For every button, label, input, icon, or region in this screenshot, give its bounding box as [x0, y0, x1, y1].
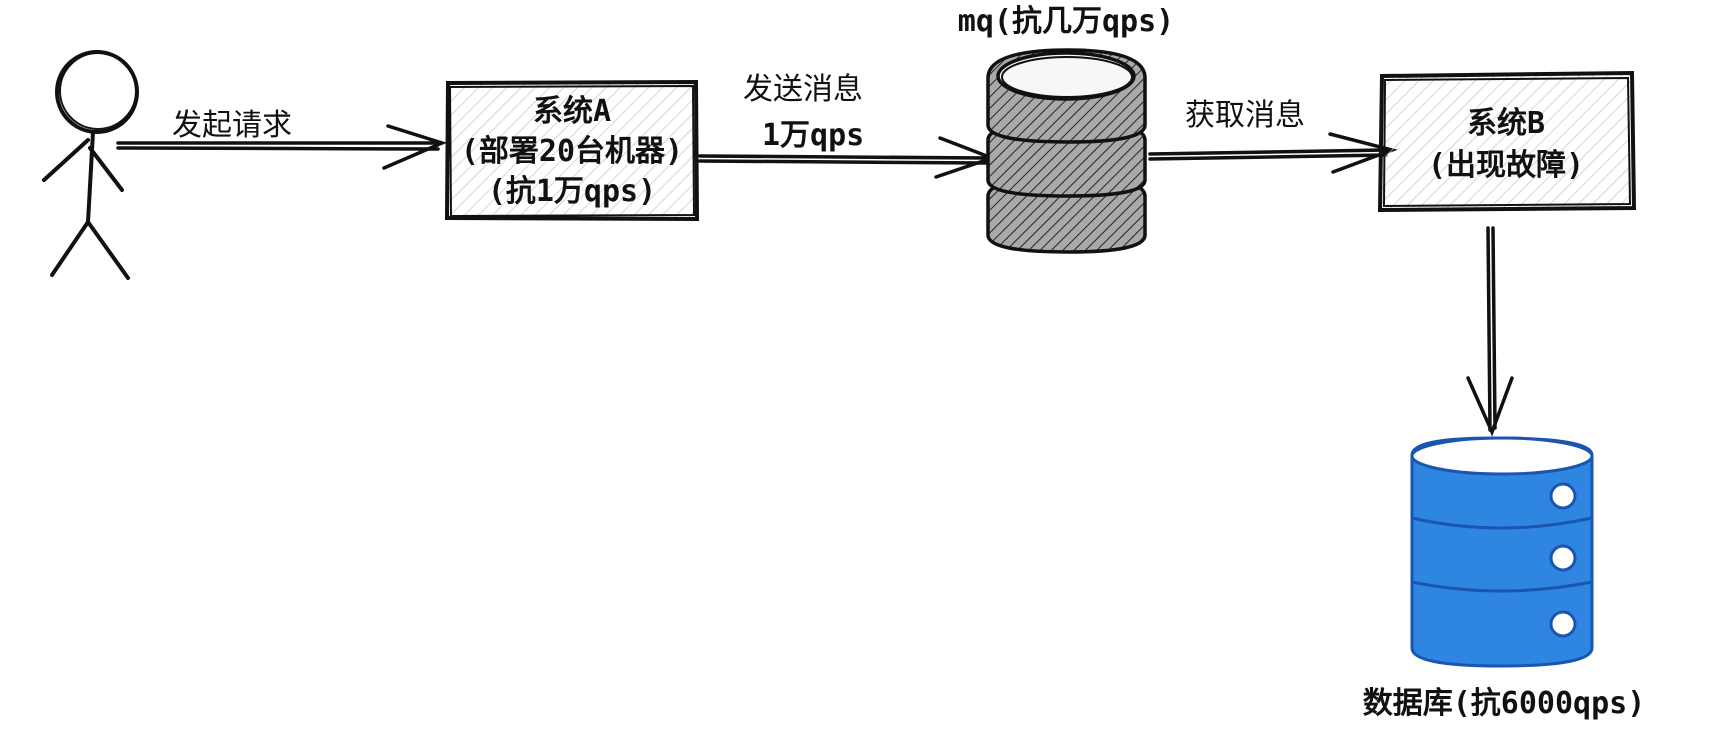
system-a-subtitle: (部署20台机器): [460, 134, 684, 169]
user-stick-figure-icon: [42, 50, 139, 280]
mq-cylinder-icon: [986, 48, 1147, 254]
system-b-status: (出现故障): [1427, 148, 1585, 183]
edge-label-fetch: 获取消息: [1185, 98, 1305, 133]
system-a-box: [444, 79, 700, 222]
system-b-box: [1377, 70, 1637, 213]
arrow-system-b-to-database: [1466, 226, 1514, 437]
edge-label-send: 发送消息: [743, 72, 863, 107]
system-a-title: 系统A: [532, 94, 612, 129]
edge-label-send-rate: 1万qps: [762, 118, 865, 153]
database-icon: [1410, 436, 1594, 668]
arrow-user-to-system-a: [116, 124, 448, 170]
database-label: 数据库(抗6000qps): [1362, 686, 1646, 721]
edge-label-request: 发起请求: [172, 108, 292, 143]
system-a-capacity: (抗1万qps): [487, 174, 657, 209]
arrow-mq-to-system-b: [1148, 132, 1398, 174]
mq-label: mq(抗几万qps): [957, 4, 1175, 39]
system-b-title: 系统B: [1466, 106, 1546, 141]
